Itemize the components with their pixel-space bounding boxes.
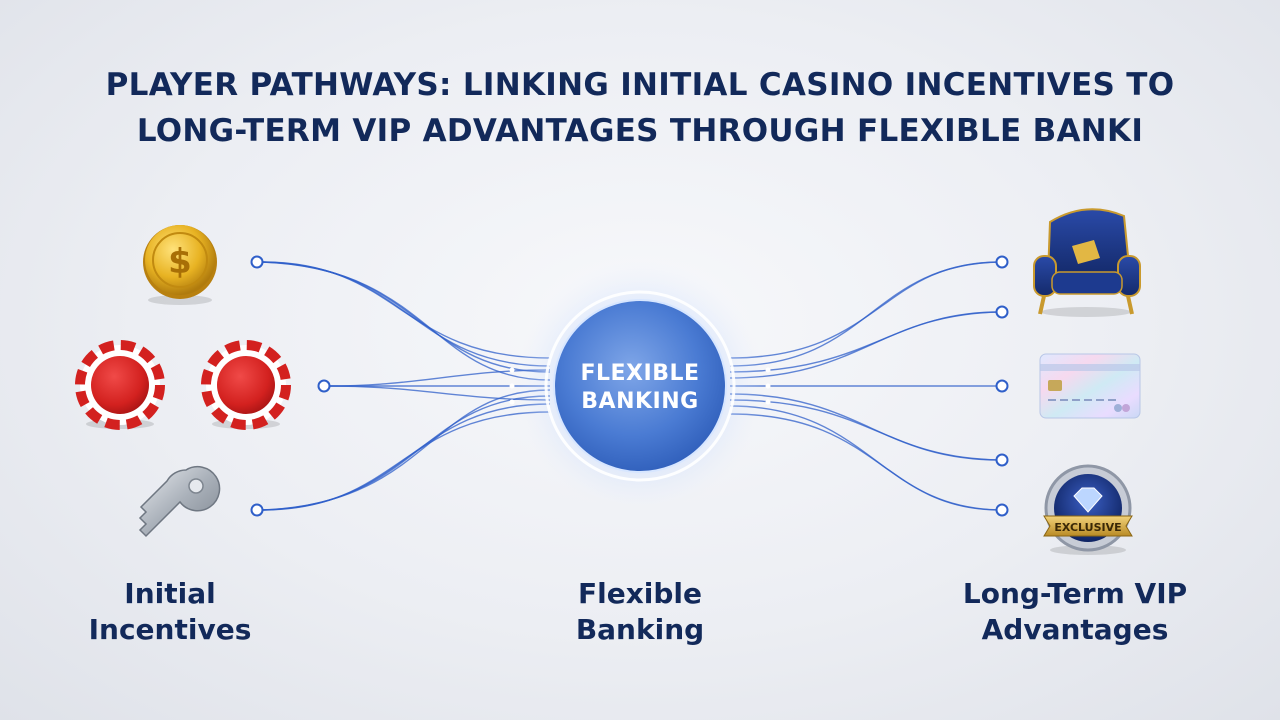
node-right-chair-b (995, 305, 1009, 319)
right-pathway-lines (729, 261, 1001, 511)
pathway-line (729, 405, 1001, 511)
column-label-line: Incentives (88, 613, 252, 646)
hub-inner-ring (553, 299, 727, 473)
sparkle (765, 399, 771, 405)
casino-chip-icon (75, 340, 165, 430)
casino-chip-icon (201, 340, 291, 430)
gold-coin-icon: $ (143, 225, 217, 305)
column-label-line: Initial (124, 577, 216, 610)
pathway-line (729, 261, 1001, 359)
node-right-badge-a (995, 453, 1009, 467)
sparkle (509, 399, 515, 405)
connector-nodes (250, 255, 1009, 517)
vip-armchair-icon (1033, 208, 1141, 317)
hub-outer-ring (544, 290, 736, 482)
pathway-line (261, 395, 551, 511)
column-label-vip-advantages: Long-Term VIP Advantages (925, 576, 1225, 648)
column-label-line: Banking (575, 613, 705, 646)
badge-text: EXCLUSIVE (1054, 521, 1121, 534)
hub-label-line-1: FLEXIBLE (580, 361, 699, 386)
hub-flexible-banking: FLEXIBLE BANKING (509, 261, 771, 511)
exclusive-diamond-badge-icon: EXCLUSIVE (1043, 464, 1133, 555)
sparkle (509, 383, 515, 389)
column-label-line: Flexible (577, 577, 702, 610)
node-left-chips (317, 379, 331, 393)
pathway-line (261, 403, 551, 511)
column-label-flexible-banking: Flexible Banking (490, 576, 790, 648)
title-line-2: LONG-TERM VIP ADVANTAGES THROUGH FLEXIBL… (136, 113, 1144, 149)
pathway-line (729, 399, 1001, 461)
title-line-1: PLAYER PATHWAYS: LINKING INITIAL CASINO … (105, 67, 1175, 103)
pathway-line (729, 393, 1001, 461)
sparkle (765, 367, 771, 373)
page-title: PLAYER PATHWAYS: LINKING INITIAL CASINO … (0, 62, 1280, 154)
pathway-line (729, 311, 1001, 379)
sparkle (765, 383, 771, 389)
node-right-chair-a (995, 255, 1009, 269)
svg-text:$: $ (168, 242, 192, 282)
pathway-line (729, 261, 1001, 367)
sparkle (509, 367, 515, 373)
left-pathway-lines (261, 261, 551, 511)
node-right-card (995, 379, 1009, 393)
hub-sparkles (509, 367, 771, 405)
silver-key-icon (138, 465, 221, 538)
column-label-line: Advantages (981, 613, 1169, 646)
node-right-badge-b (995, 503, 1009, 517)
pathway-line (729, 413, 1001, 511)
column-label-line: Long-Term VIP (962, 577, 1188, 610)
holographic-card-icon (1039, 353, 1141, 419)
pathway-line (261, 261, 551, 381)
column-label-initial-incentives: Initial Incentives (20, 576, 320, 648)
node-left-coin (250, 255, 264, 269)
hub-core (554, 300, 726, 472)
hub-label-line-2: BANKING (581, 389, 698, 414)
pathway-line (261, 261, 551, 367)
pathway-line (261, 389, 551, 511)
node-left-key (250, 503, 264, 517)
